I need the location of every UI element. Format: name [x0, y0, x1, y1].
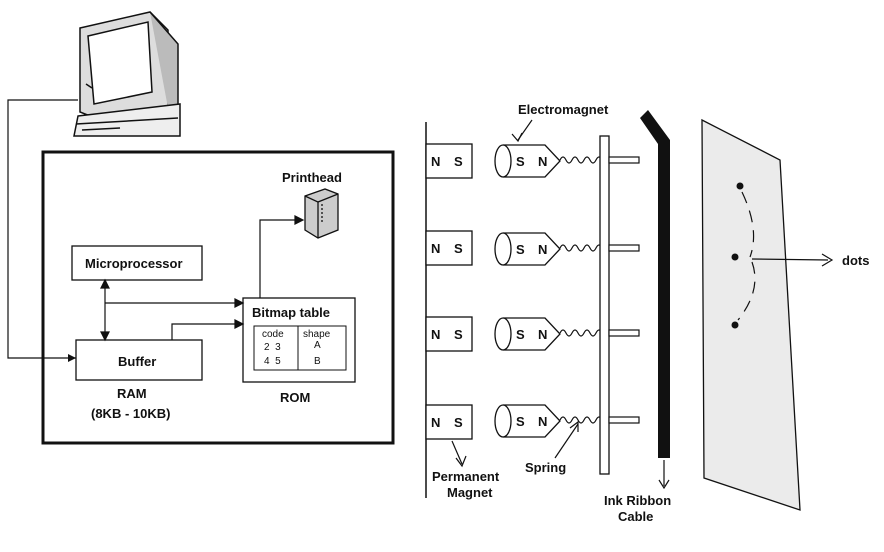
permanent-magnets — [425, 143, 473, 440]
spring-label: Spring — [525, 460, 566, 475]
permanent-magnet-label-2: Magnet — [447, 485, 493, 500]
buffer-box — [75, 339, 203, 381]
printhead-icon — [304, 188, 339, 239]
bitmap-table-box — [242, 297, 356, 383]
electromagnet-arrow — [511, 119, 533, 143]
svg-text:N: N — [538, 414, 547, 429]
table-code-1: 2 3 — [264, 342, 281, 353]
svg-text:S: S — [454, 241, 463, 256]
ram-size-label: (8KB - 10KB) — [91, 406, 170, 421]
svg-text:N: N — [431, 241, 440, 256]
svg-text:S: S — [454, 154, 463, 169]
table-header-shape: shape — [303, 329, 331, 340]
electromagnet-label: Electromagnet — [518, 102, 609, 117]
svg-text:S: S — [454, 415, 463, 430]
svg-text:N: N — [538, 327, 547, 342]
dots-label: dots — [842, 253, 869, 268]
ram-label: RAM — [117, 386, 147, 401]
svg-text:S: S — [516, 242, 525, 257]
rom-label: ROM — [280, 390, 310, 405]
permanent-magnet-label-1: Permanent — [432, 469, 500, 484]
bitmap-table-label: Bitmap table — [252, 305, 330, 320]
bitmap-inner-table — [253, 325, 347, 371]
spring-arrow — [554, 420, 579, 459]
svg-text:S: S — [516, 327, 525, 342]
svg-text:S: S — [454, 327, 463, 342]
computer-to-buffer-line — [7, 99, 78, 359]
ink-ribbon-label-1: Ink Ribbon — [604, 493, 671, 508]
microprocessor-box — [71, 245, 203, 281]
permanent-magnet-arrow — [451, 440, 467, 468]
svg-text:S: S — [516, 154, 525, 169]
svg-text:S: S — [516, 414, 525, 429]
table-shape-2: B — [314, 356, 321, 367]
svg-text:N: N — [431, 327, 440, 342]
svg-text:N: N — [538, 242, 547, 257]
electromagnets — [494, 144, 561, 438]
dot-guides — [737, 191, 756, 321]
armature-plate — [599, 135, 610, 475]
print-pins — [608, 156, 640, 424]
dots-arrow — [751, 258, 829, 261]
printed-dots — [731, 182, 744, 329]
svg-text:N: N — [431, 415, 440, 430]
ink-ribbon — [640, 110, 670, 458]
printer-controller-box — [41, 150, 395, 445]
paper-sheet — [701, 118, 801, 511]
svg-text:N: N — [431, 154, 440, 169]
table-code-2: 4 5 — [264, 356, 281, 367]
svg-text:N: N — [538, 154, 547, 169]
ink-ribbon-label-2: Cable — [618, 509, 653, 524]
buffer-label: Buffer — [118, 354, 156, 369]
microprocessor-label: Microprocessor — [85, 256, 183, 271]
table-header-code: code — [262, 329, 284, 340]
printhead-label: Printhead — [282, 170, 342, 185]
block-connections — [100, 215, 305, 342]
table-shape-1: A — [314, 340, 321, 351]
ink-ribbon-arrow — [658, 460, 670, 490]
computer-icon — [73, 11, 181, 137]
